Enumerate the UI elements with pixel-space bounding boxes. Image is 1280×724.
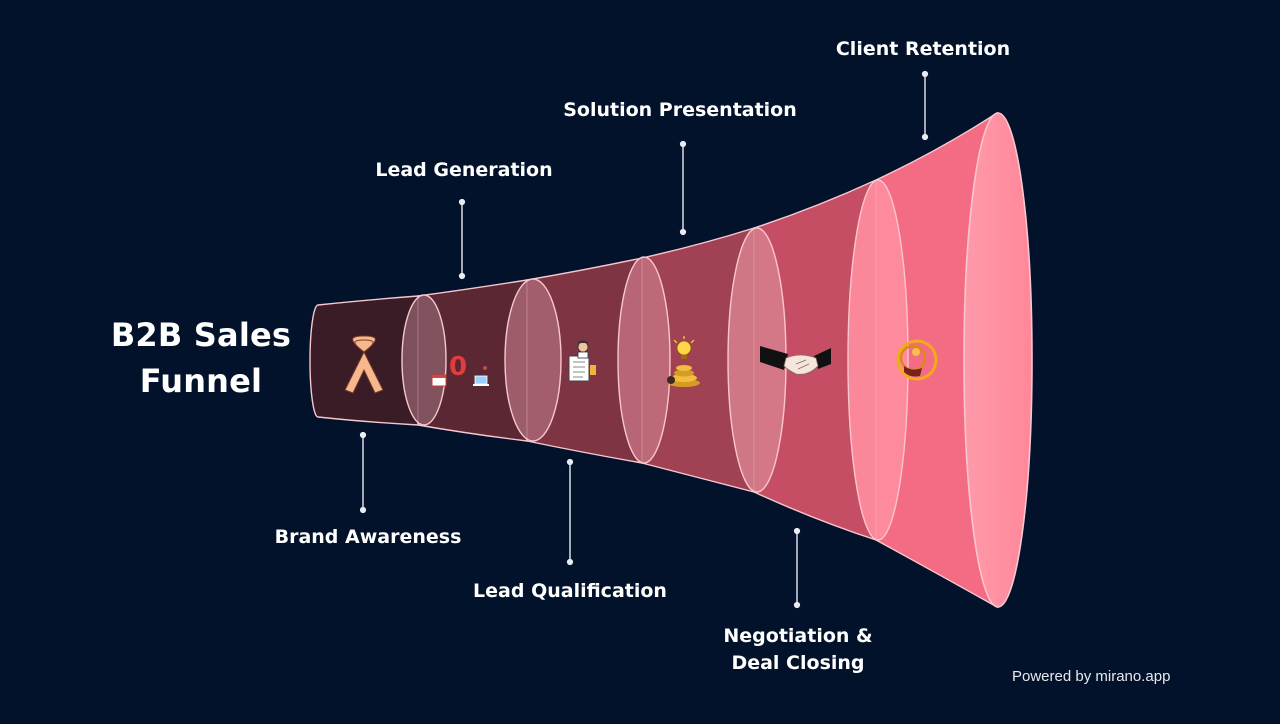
label-brand-awareness: Brand Awareness bbox=[274, 526, 462, 548]
label-negotiation-line-2: Deal Closing bbox=[731, 652, 865, 674]
label-lead-qualification: Lead Qualification bbox=[473, 580, 667, 602]
funnel-ring-4 bbox=[617, 256, 671, 464]
lightbulb-coins-icon bbox=[667, 336, 700, 387]
lead-generation-icon: 0 bbox=[431, 352, 489, 387]
checklist-person-icon bbox=[568, 340, 596, 382]
handshake-icon bbox=[760, 346, 831, 375]
title-line-1: B2B Sales bbox=[110, 316, 292, 354]
label-lead-generation: Lead Generation bbox=[375, 159, 553, 181]
svg-text:0: 0 bbox=[449, 352, 467, 382]
label-negotiation-deal-closing: Negotiation & Deal Closing bbox=[700, 623, 896, 677]
funnel-ring-6 bbox=[847, 179, 909, 541]
label-solution-presentation: Solution Presentation bbox=[563, 99, 797, 121]
title-line-2: Funnel bbox=[139, 362, 263, 400]
funnel-mouth bbox=[963, 112, 1033, 608]
powered-by-footer: Powered by mirano.app bbox=[1012, 668, 1171, 685]
page-title: B2B Sales Funnel bbox=[96, 312, 306, 404]
connector-lines bbox=[359, 70, 929, 609]
awareness-ribbon-icon bbox=[344, 335, 384, 394]
label-negotiation-line-1: Negotiation & bbox=[723, 625, 873, 647]
funnel-ring-3 bbox=[504, 278, 562, 442]
funnel-ring-2 bbox=[401, 294, 447, 426]
label-client-retention: Client Retention bbox=[835, 38, 1011, 60]
retention-ring-icon bbox=[896, 339, 938, 381]
